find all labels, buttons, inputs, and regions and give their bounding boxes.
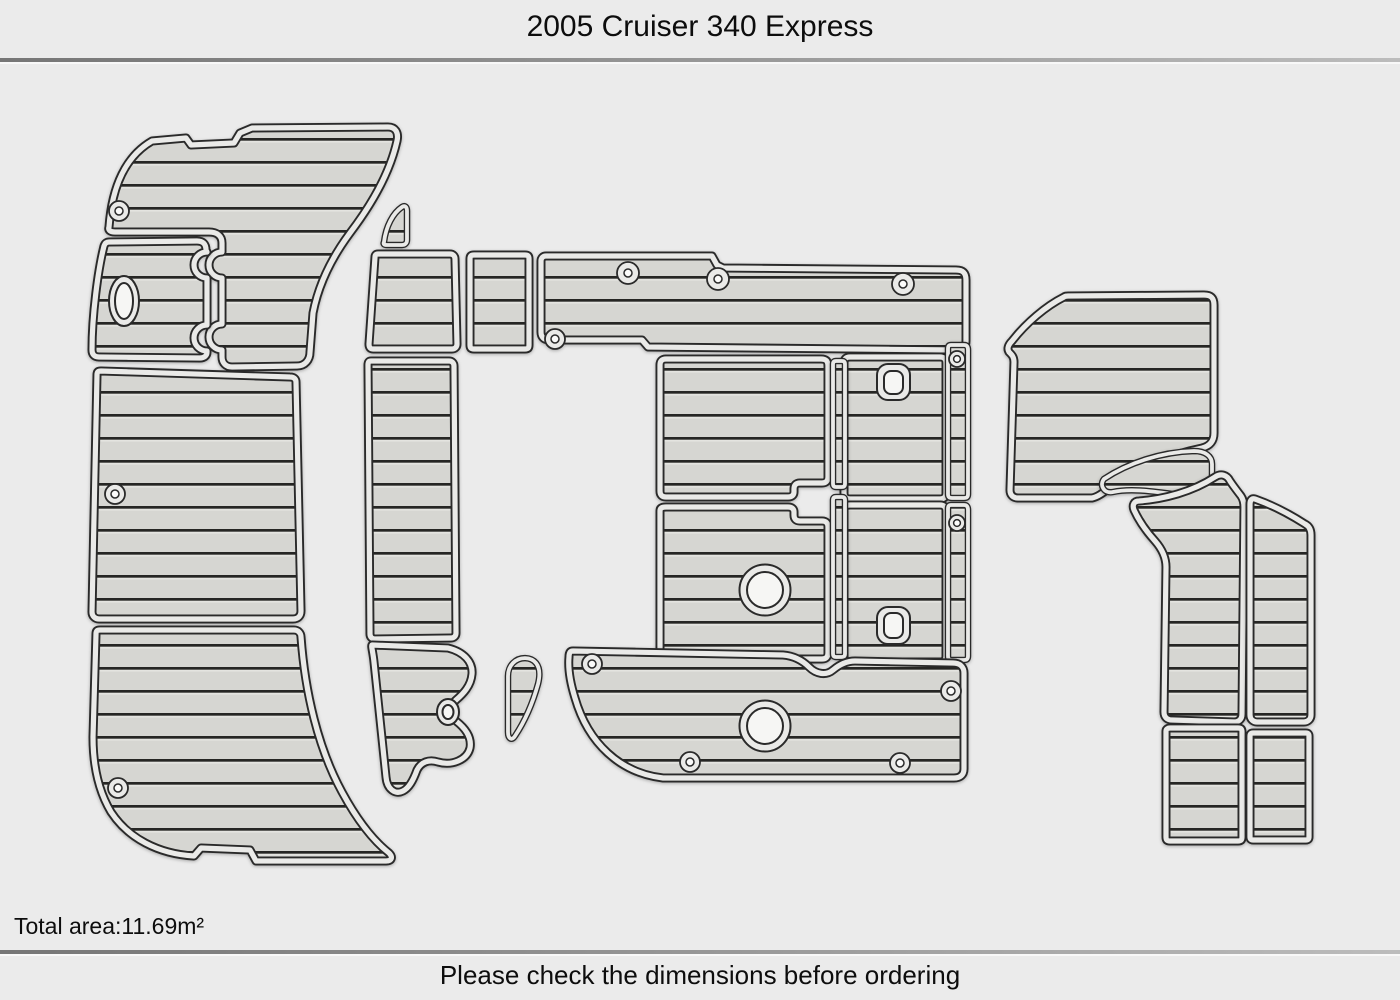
oval-cutout	[436, 698, 460, 726]
screw-hole	[948, 514, 966, 532]
pad-strip-upper-right	[470, 255, 529, 349]
pad-cockpit-center-lower	[660, 507, 828, 659]
screw-hole	[108, 200, 130, 222]
pad-hatch-inset-left	[92, 241, 207, 358]
pad-strip-lower	[372, 645, 472, 792]
square-cutout	[876, 606, 911, 645]
bottom-divider	[0, 950, 1400, 956]
screw-hole	[104, 483, 126, 505]
pad-engine-hatch-upper	[844, 357, 946, 499]
pad-strip-long	[368, 361, 456, 639]
screw-hole	[107, 777, 129, 799]
oval-cutout	[108, 275, 140, 327]
pad-swim-platform	[569, 651, 964, 778]
total-area-label: Total area:11.69m²	[14, 913, 205, 939]
pad-gunwale-right-inner	[1250, 499, 1311, 722]
pad-cockpit-center-upper	[660, 359, 828, 497]
pad-step-triangle	[384, 206, 407, 245]
screw-hole	[581, 653, 962, 774]
pad-transom-step-right	[1250, 733, 1309, 840]
pad-strip-upper-left	[369, 254, 457, 349]
pad-fin-small	[508, 658, 539, 739]
square-cutout	[876, 363, 911, 401]
dimensions-note: Please check the dimensions before order…	[439, 960, 961, 990]
pad-bow-side-left	[109, 127, 398, 367]
pad-side-ladder-lower	[948, 505, 968, 660]
pad-midship-left	[92, 371, 301, 619]
pad-gunwale-right-outer	[1133, 475, 1244, 722]
circle-cutout	[738, 699, 792, 753]
screw-hole	[948, 350, 966, 368]
pad-side-ladder-upper	[948, 345, 968, 498]
screw-hole	[544, 261, 915, 350]
circle-cutout	[738, 563, 792, 617]
pad-stern-side-left	[93, 630, 391, 861]
pad-cockpit-top	[541, 256, 966, 350]
pad-divider-strip-lower	[833, 497, 845, 657]
pad-divider-strip-upper	[833, 361, 845, 487]
top-divider	[0, 58, 1400, 64]
pad-engine-hatch-lower	[844, 505, 946, 662]
page-title: 2005 Cruiser 340 Express	[526, 10, 874, 43]
pad-transom-step-left	[1166, 728, 1242, 841]
